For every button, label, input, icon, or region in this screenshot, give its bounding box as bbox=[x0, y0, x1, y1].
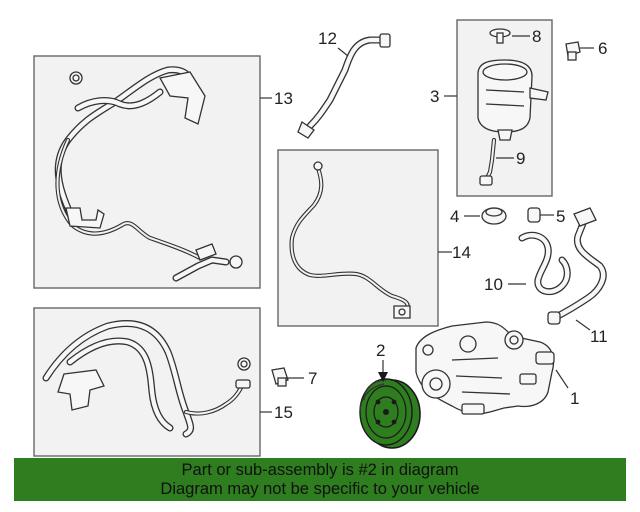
part-14-return-line[interactable] bbox=[277, 149, 439, 327]
part-2-pulley[interactable] bbox=[359, 378, 421, 449]
part-11-hose[interactable] bbox=[547, 207, 607, 325]
callout-9: 9 bbox=[516, 149, 525, 168]
callout-1: 1 bbox=[570, 389, 579, 408]
part-9-small-hose[interactable] bbox=[479, 137, 497, 186]
part-3-reservoir[interactable] bbox=[456, 19, 553, 197]
callout-14: 14 bbox=[452, 243, 471, 262]
callout-labels: 1 2 3 4 5 6 7 8 9 10 11 12 13 14 15 bbox=[274, 27, 608, 422]
part-8-reservoir-cap[interactable] bbox=[489, 28, 511, 44]
part-6-bolt[interactable] bbox=[565, 41, 581, 61]
part-4-grommet[interactable] bbox=[481, 207, 507, 225]
callout-6: 6 bbox=[598, 39, 607, 58]
callout-10: 10 bbox=[484, 275, 503, 294]
banner-line-2: Diagram may not be specific to your vehi… bbox=[160, 480, 480, 498]
callout-2: 2 bbox=[376, 341, 385, 360]
part-15-hose-assembly[interactable] bbox=[33, 307, 261, 457]
part-13-hose-assembly[interactable] bbox=[33, 55, 261, 289]
diagram-notice-banner: Part or sub-assembly is #2 in diagram Di… bbox=[14, 458, 626, 501]
part-10-hose[interactable] bbox=[518, 231, 571, 296]
part-7-bolt[interactable] bbox=[271, 367, 289, 387]
callout-12: 12 bbox=[318, 29, 337, 48]
leader-lines bbox=[260, 35, 594, 413]
part-5-plug[interactable] bbox=[527, 207, 541, 223]
callout-11: 11 bbox=[590, 327, 608, 346]
part-12-reservoir-hose[interactable] bbox=[297, 33, 391, 139]
callout-13: 13 bbox=[274, 89, 293, 108]
callout-8: 8 bbox=[532, 27, 541, 46]
callout-7: 7 bbox=[308, 369, 317, 388]
callout-5: 5 bbox=[556, 207, 565, 226]
callout-4: 4 bbox=[450, 207, 459, 226]
callout-3: 3 bbox=[430, 87, 439, 106]
banner-line-1: Part or sub-assembly is #2 in diagram bbox=[181, 461, 459, 479]
callout-15: 15 bbox=[274, 403, 293, 422]
part-1-power-steering-pump[interactable] bbox=[415, 321, 555, 415]
